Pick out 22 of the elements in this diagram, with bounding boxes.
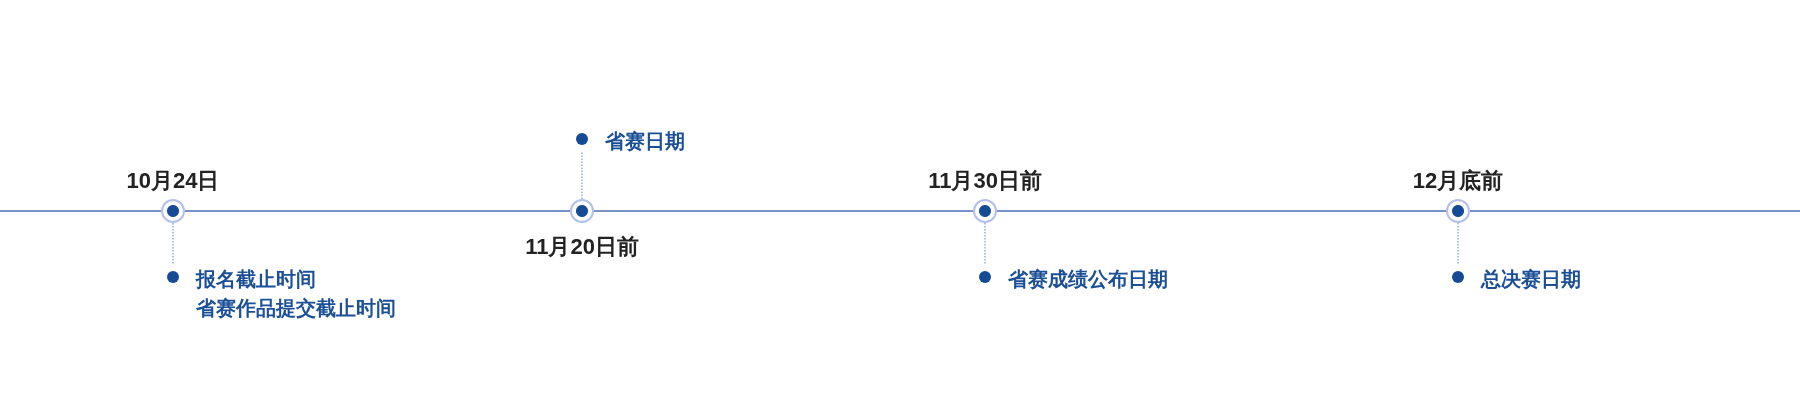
- date-label: 10月24日: [126, 168, 220, 194]
- event-label: 省赛作品提交截止时间: [196, 296, 396, 321]
- timeline-line: [0, 210, 162, 212]
- milestone-marker: [570, 199, 594, 223]
- milestone-marker: [161, 199, 185, 223]
- leader-line: [984, 222, 986, 266]
- milestone-marker: [1446, 199, 1470, 223]
- leader-line: [1457, 222, 1459, 266]
- timeline-line: [593, 210, 974, 212]
- milestone-marker: [973, 199, 997, 223]
- event-label: 省赛日期: [605, 129, 685, 154]
- timeline-line: [996, 210, 1447, 212]
- leader-line: [581, 150, 583, 200]
- date-label: 12月底前: [1412, 168, 1504, 194]
- timeline-line: [184, 210, 571, 212]
- timeline-line: [1469, 210, 1800, 212]
- leader-line: [172, 222, 174, 266]
- event-label: 报名截止时间: [196, 267, 317, 292]
- event-label: 总决赛日期: [1481, 267, 1581, 292]
- date-label: 11月30日前: [928, 168, 1042, 194]
- event-label: 省赛成绩公布日期: [1008, 267, 1168, 292]
- date-label: 11月20日前: [525, 234, 639, 260]
